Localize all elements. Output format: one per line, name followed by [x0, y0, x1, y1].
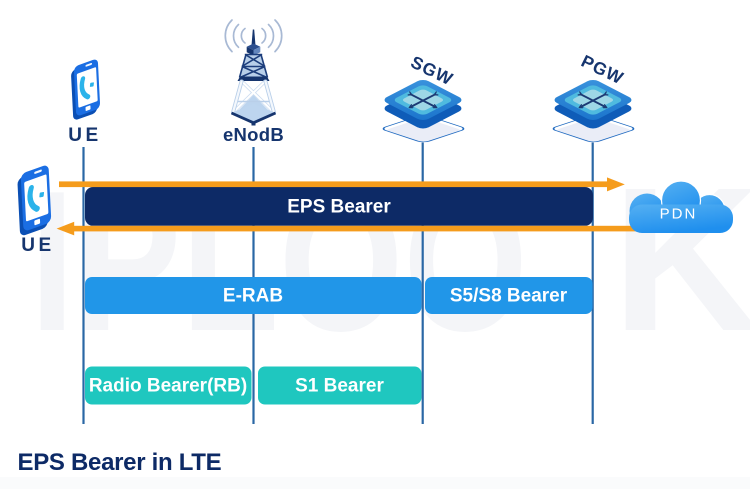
svg-text:UE: UE — [68, 125, 101, 146]
svg-text:EPS Bearer: EPS Bearer — [287, 197, 391, 218]
svg-text:S1 Bearer: S1 Bearer — [295, 376, 384, 397]
svg-text:EPS Bearer in LTE: EPS Bearer in LTE — [18, 449, 222, 476]
svg-text:Radio Bearer(RB): Radio Bearer(RB) — [89, 376, 247, 397]
svg-text:K: K — [612, 145, 750, 374]
svg-text:eNodB: eNodB — [223, 124, 284, 145]
svg-text:PDN: PDN — [660, 206, 698, 223]
svg-text:UE: UE — [21, 235, 54, 256]
svg-text:S5/S8 Bearer: S5/S8 Bearer — [450, 286, 568, 307]
svg-text:E-RAB: E-RAB — [223, 286, 283, 307]
